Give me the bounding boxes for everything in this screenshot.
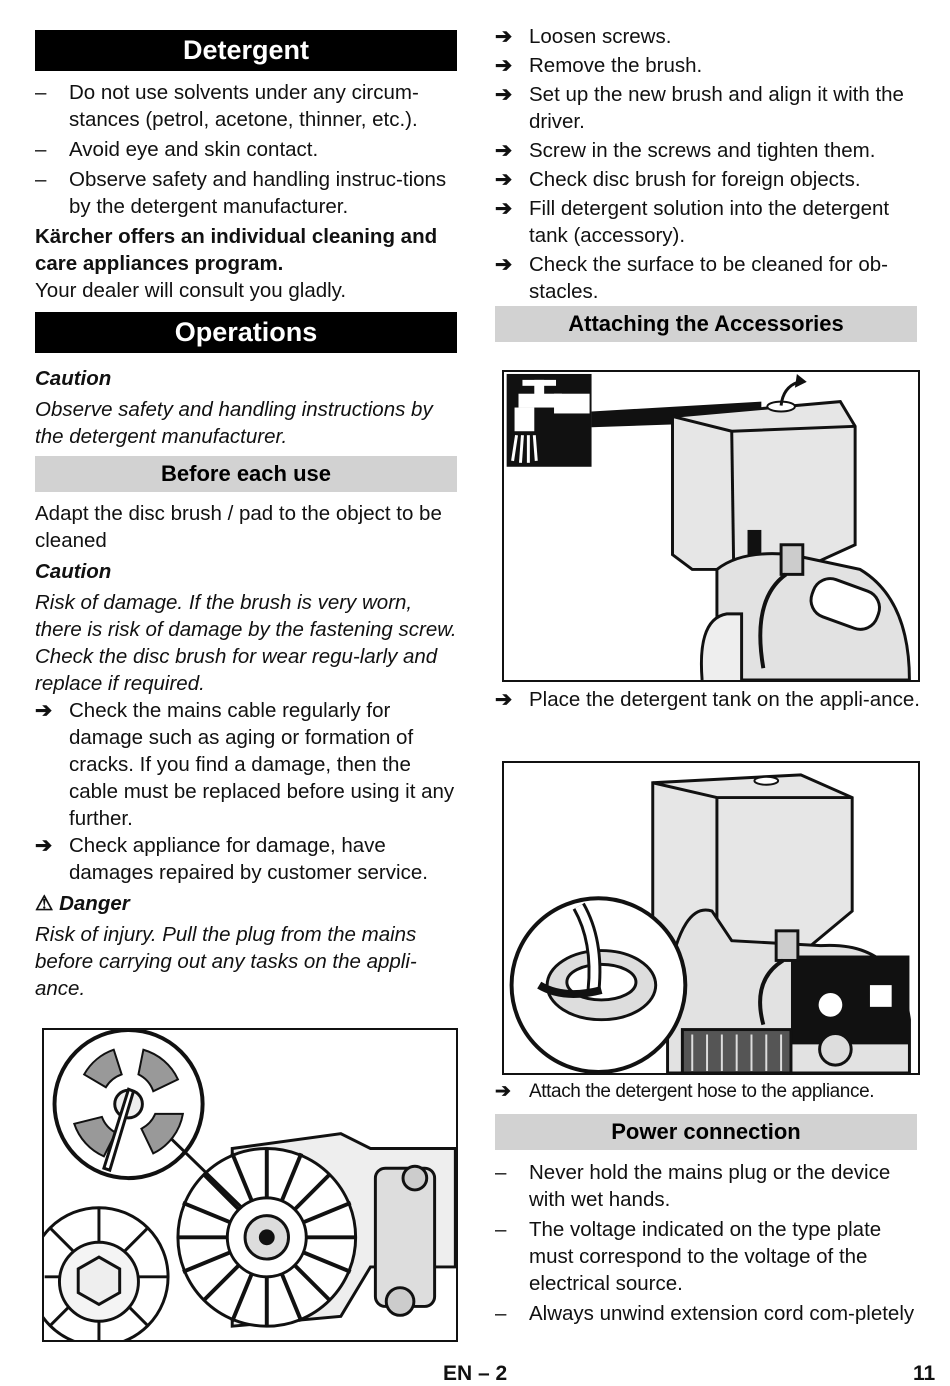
brush-replacement-illustration bbox=[42, 1028, 458, 1342]
fill-tank-svg bbox=[504, 372, 918, 680]
list-item: ➔Remove the brush. bbox=[495, 54, 703, 77]
arrow-icon: ➔ bbox=[495, 168, 513, 191]
list-item: ➔Place the detergent tank on the appli-a… bbox=[495, 688, 920, 711]
list-item: ➔Screw in the screws and tighten them. bbox=[495, 139, 876, 162]
dealer-note: Your dealer will consult you gladly. bbox=[35, 279, 347, 302]
arrow-icon: ➔ bbox=[495, 83, 513, 106]
fill-tank-illustration bbox=[502, 370, 920, 682]
left-column: Detergent –Do not use solvents under any… bbox=[35, 30, 457, 1002]
list-item: –Observe safety and handling instruc-tio… bbox=[35, 168, 447, 218]
list-item: ➔Check disc brush for foreign objects. bbox=[495, 168, 861, 191]
caution-text: Risk of damage. If the brush is very wor… bbox=[35, 591, 457, 695]
list-item: ➔Check the mains cable regularly for dam… bbox=[35, 699, 455, 830]
arrow-icon: ➔ bbox=[495, 688, 513, 711]
footer-section-label: EN – 2 bbox=[443, 1362, 508, 1385]
power-connection-heading: Power connection bbox=[495, 1114, 917, 1150]
caution-text: Observe safety and handling instructions… bbox=[35, 398, 433, 448]
power-connection-list: –Never hold the mains plug or the device… bbox=[495, 1159, 915, 1327]
list-item: ➔Check the surface to be cleaned for ob-… bbox=[495, 253, 888, 303]
page-number: 11 bbox=[913, 1362, 936, 1385]
detergent-heading: Detergent bbox=[35, 30, 457, 71]
operations-heading: Operations bbox=[35, 312, 457, 353]
arrow-icon: ➔ bbox=[495, 197, 513, 220]
list-item: –Never hold the mains plug or the device… bbox=[495, 1161, 891, 1211]
tank-placed-illustration bbox=[502, 761, 920, 1075]
list-item: ➔Check appliance for damage, have damage… bbox=[35, 834, 428, 884]
arrow-icon: ➔ bbox=[495, 139, 513, 162]
list-item: ➔Loosen screws. bbox=[495, 25, 672, 48]
arrow-icon: ➔ bbox=[35, 699, 53, 722]
arrow-icon: ➔ bbox=[495, 253, 513, 276]
list-item: –Always unwind extension cord com-pletel… bbox=[495, 1302, 915, 1325]
attaching-accessories-heading: Attaching the Accessories bbox=[495, 306, 917, 342]
arrow-icon: ➔ bbox=[495, 54, 513, 77]
list-item: –Do not use solvents under any circum-st… bbox=[35, 81, 419, 131]
adapt-brush-text: Adapt the disc brush / pad to the object… bbox=[35, 502, 442, 552]
warning-icon: ⚠ bbox=[35, 892, 54, 915]
list-item: –Avoid eye and skin contact. bbox=[35, 138, 319, 161]
arrow-icon: ➔ bbox=[495, 1081, 511, 1102]
right-column: ➔Loosen screws. ➔Remove the brush. ➔Set … bbox=[495, 23, 917, 305]
list-item: ➔Set up the new brush and align it with … bbox=[495, 83, 904, 133]
caution-heading: Caution bbox=[35, 560, 112, 583]
list-item: ➔Attach the detergent hose to the applia… bbox=[495, 1078, 950, 1105]
arrow-icon: ➔ bbox=[35, 834, 53, 857]
tank-placed-svg bbox=[504, 763, 918, 1073]
danger-heading: ⚠ Danger bbox=[35, 892, 130, 915]
caution-heading: Caution bbox=[35, 367, 112, 390]
danger-text: Risk of injury. Pull the plug from the m… bbox=[35, 923, 417, 1000]
program-note: Kärcher offers an individual cleaning an… bbox=[35, 225, 438, 275]
brush-illustration-svg bbox=[44, 1030, 456, 1340]
list-item: ➔Fill detergent solution into the deterg… bbox=[495, 197, 890, 247]
before-each-use-heading: Before each use bbox=[35, 456, 457, 492]
list-item: –The voltage indicated on the type plate… bbox=[495, 1218, 882, 1295]
arrow-icon: ➔ bbox=[495, 25, 513, 48]
